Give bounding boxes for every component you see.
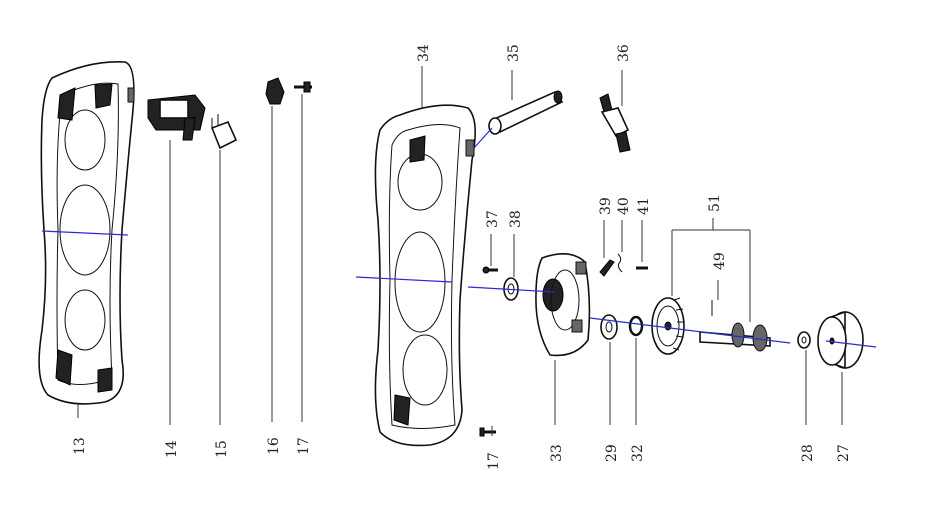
axis-27 [825,340,877,348]
label-51: 51 [707,194,723,212]
label-41: 41 [636,197,652,215]
housing-34 [374,104,476,447]
label-17-top: 17 [296,437,312,455]
screw-37 [482,266,498,274]
label-35: 35 [506,44,522,62]
ring-32 [628,315,644,337]
gearbox-plate-33 [535,253,591,357]
gear-51 [651,297,685,355]
label-14: 14 [164,440,180,458]
shaft-49 [699,300,771,352]
label-33: 33 [549,444,565,462]
label-28: 28 [800,444,816,462]
label-37: 37 [485,210,501,228]
screw-17-top [294,81,312,93]
axis-33 [467,286,556,293]
label-38: 38 [508,210,524,228]
center-axis-13 [41,230,129,236]
plug-36 [599,93,631,153]
label-15: 15 [214,440,230,458]
label-40: 40 [616,197,632,215]
center-axis-34 [355,276,453,283]
leader-lines [77,66,843,436]
axis-gear-train [589,317,791,344]
knob-27 [817,310,864,370]
tube-35 [488,90,564,135]
label-13: 13 [72,437,88,455]
label-17-bottom: 17 [486,452,502,470]
label-29: 29 [604,444,620,462]
label-39: 39 [598,197,614,215]
washer-28 [797,331,811,349]
screw-17-bottom [479,427,496,437]
bearing-29 [600,314,618,340]
switch-14 [147,94,206,141]
label-49: 49 [712,252,728,270]
pin-39 [599,259,615,277]
label-32: 32 [630,444,646,462]
label-36: 36 [616,44,632,62]
axis-35 [473,127,493,149]
clip-16 [265,77,285,105]
block-15 [210,114,238,150]
label-27: 27 [836,444,852,462]
label-34: 34 [416,44,432,62]
label-16: 16 [266,437,282,455]
spring-40 [617,253,623,273]
